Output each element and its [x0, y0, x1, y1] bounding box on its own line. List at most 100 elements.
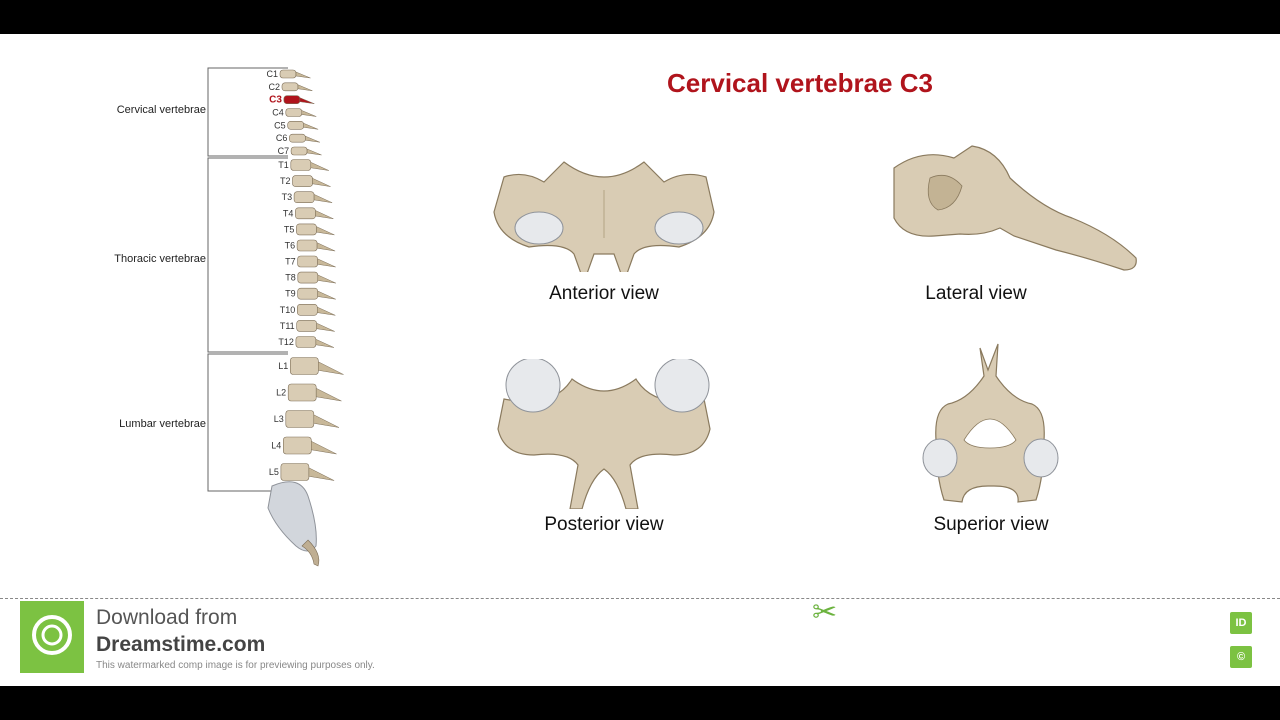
vertebra-t10 — [296, 303, 318, 316]
spinous-process-t1 — [310, 161, 329, 171]
footer-divider — [0, 598, 1280, 599]
posterior-view-label: Posterior view — [544, 514, 664, 535]
vertebra-label-t1: T1 — [278, 160, 289, 170]
spinous-process-t9 — [317, 290, 336, 300]
vertebra-c7 — [290, 146, 308, 156]
vertebra-label-t10: T10 — [280, 305, 296, 315]
spinous-process-l1 — [318, 361, 344, 375]
spinous-process-t5 — [316, 226, 335, 236]
vertebra-t2 — [292, 175, 313, 187]
lateral-view: Lateral view — [882, 138, 1142, 318]
cervical-bracket — [207, 67, 288, 157]
vertebra-l3 — [285, 410, 315, 428]
spine-bones — [279, 69, 344, 481]
footer-line-2: Dreamstime.com — [96, 633, 266, 656]
id-badge-icon[interactable]: ID — [1230, 612, 1252, 634]
spine-labels: C1C2C3C4C5C6C7T1T2T3T4T5T6T7T8T9T10T11T1… — [266, 69, 295, 477]
vertebra-label-c1: C1 — [266, 69, 278, 79]
posterior-view: Posterior view — [474, 359, 734, 539]
vertebra-label-c3: C3 — [269, 95, 282, 106]
spinous-process-l4 — [311, 440, 337, 455]
spinous-process-l2 — [315, 387, 342, 402]
vertebra-label-c5: C5 — [274, 120, 286, 130]
footer-line-1: Download from — [96, 606, 238, 629]
vertebra-t9 — [297, 287, 319, 300]
vertebra-label-l2: L2 — [276, 388, 286, 398]
copyright-badge-icon[interactable]: © — [1230, 646, 1252, 668]
vertebra-label-l1: L1 — [278, 361, 288, 371]
superior-vertebra-illustration — [922, 343, 1059, 503]
vertebra-label-t11: T11 — [280, 321, 295, 331]
spinous-process-c3 — [299, 97, 315, 104]
vertebra-label-t9: T9 — [285, 289, 296, 299]
spinous-process-t11 — [316, 322, 335, 332]
spinous-process-t8 — [317, 274, 336, 284]
vertebra-t11 — [296, 320, 318, 332]
superior-view: Superior view — [860, 340, 1120, 535]
superior-view-label: Superior view — [933, 514, 1049, 535]
sacrum — [267, 481, 317, 552]
vertebra-l2 — [287, 383, 317, 402]
anterior-vertebra-illustration — [493, 161, 715, 272]
spinous-process-t12 — [315, 338, 335, 348]
posterior-vertebra-illustration — [497, 359, 711, 509]
spinous-process-t10 — [317, 306, 336, 316]
vertebra-label-t6: T6 — [285, 241, 296, 251]
vertebra-label-t4: T4 — [283, 208, 294, 218]
vertebra-label-t8: T8 — [285, 273, 296, 283]
vertebra-label-t2: T2 — [280, 176, 291, 186]
spinous-process-c7 — [306, 148, 322, 156]
spinous-process-t4 — [315, 210, 334, 220]
vertebra-l4 — [282, 436, 312, 455]
scissors-icon: ✂ — [812, 596, 838, 629]
region-label-thoracic: Thoracic vertebrae — [114, 253, 206, 265]
vertebra-c4 — [285, 108, 303, 117]
vertebra-label-t7: T7 — [285, 257, 296, 267]
vertebra-t5 — [296, 223, 317, 236]
vertebra-label-t12: T12 — [278, 337, 294, 347]
spinous-process-c5 — [303, 122, 319, 130]
vertebra-label-t3: T3 — [282, 192, 293, 202]
watermark-footer: Download from Dreamstime.com This waterm… — [0, 598, 1280, 686]
spinous-process-l5 — [308, 467, 335, 481]
spinous-process-c1 — [295, 71, 311, 79]
dreamstime-logo-icon — [20, 601, 84, 673]
lumbar-bracket — [207, 353, 288, 492]
anterior-view-label: Anterior view — [549, 283, 659, 304]
region-label-lumbar: Lumbar vertebrae — [119, 418, 206, 430]
vertebra-label-c6: C6 — [276, 133, 288, 143]
vertebra-label-t5: T5 — [284, 224, 295, 234]
spinous-process-c4 — [301, 110, 317, 117]
vertebra-label-l4: L4 — [271, 441, 281, 451]
vertebra-t4 — [295, 207, 316, 220]
vertebra-c5 — [287, 121, 305, 130]
vertebra-label-c2: C2 — [268, 82, 280, 92]
vertebra-label-l3: L3 — [274, 414, 284, 424]
spinous-process-l3 — [313, 414, 340, 428]
footer-line-3: This watermarked comp image is for previ… — [96, 660, 375, 671]
vertebra-l5 — [280, 463, 310, 481]
vertebra-t8 — [297, 271, 319, 284]
vertebra-c1 — [279, 69, 297, 79]
spine-diagram: Cervical vertebrae Thoracic vertebrae Lu… — [114, 67, 344, 567]
vertebra-c6 — [289, 133, 306, 143]
vertebra-t7 — [297, 255, 318, 268]
page-title: Cervical vertebrae C3 — [667, 68, 933, 98]
spinous-process-c2 — [297, 84, 313, 92]
coccyx — [301, 539, 320, 567]
spinous-process-t2 — [312, 177, 331, 187]
thoracic-bracket — [207, 157, 288, 353]
anterior-view: Anterior view — [474, 142, 734, 322]
image-frame: Cervical vertebrae C3 Cervical vertebrae… — [0, 34, 1280, 686]
vertebra-label-l5: L5 — [269, 467, 279, 477]
vertebra-c2 — [281, 82, 299, 92]
vertebra-label-c4: C4 — [272, 108, 284, 118]
spinous-process-c6 — [305, 135, 320, 143]
vertebra-l1 — [289, 357, 319, 375]
vertebra-t3 — [293, 191, 315, 203]
lateral-vertebra-illustration — [893, 145, 1137, 271]
region-label-cervical: Cervical vertebrae — [117, 104, 206, 116]
vertebra-t6 — [296, 239, 318, 252]
spinous-process-t6 — [316, 242, 336, 252]
lateral-view-label: Lateral view — [925, 283, 1027, 304]
